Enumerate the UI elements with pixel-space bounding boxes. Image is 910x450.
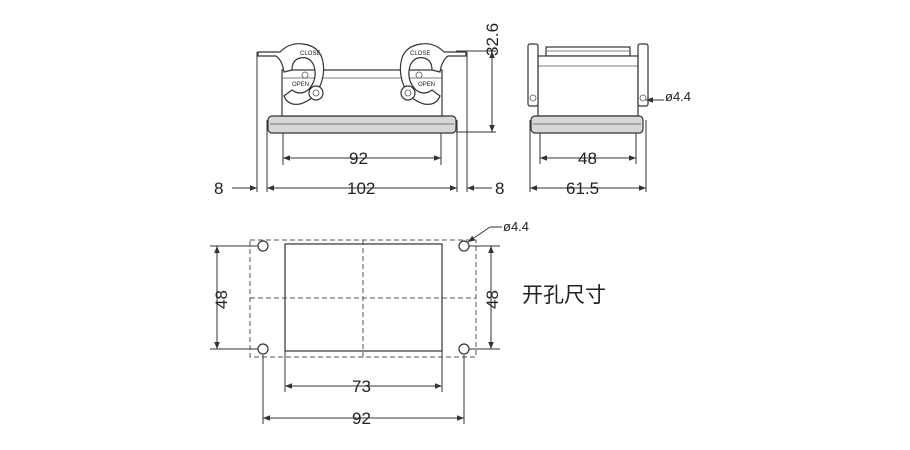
front-right-pin bbox=[415, 71, 423, 79]
front-right-pivot-inner bbox=[404, 89, 412, 97]
cutout-opening bbox=[284, 243, 443, 352]
cutout-pitch-width-label: 92 bbox=[352, 409, 371, 428]
front-left-lever-close: CLOSE bbox=[300, 51, 320, 57]
cutout-height-right-label: 48 bbox=[483, 290, 502, 309]
cutout-view: ø4.4 48 48 73 92 开孔尺寸 bbox=[210, 219, 606, 428]
front-right-lever-close: CLOSE bbox=[410, 51, 430, 57]
cutout-hole-leader bbox=[467, 226, 491, 243]
cutout-title: 开孔尺寸 bbox=[522, 283, 606, 307]
side-left-lever bbox=[527, 43, 539, 107]
side-base-flange bbox=[530, 115, 644, 134]
mounting-hole-top-left bbox=[257, 240, 269, 252]
front-left-pin bbox=[301, 71, 309, 79]
front-right-lever bbox=[399, 43, 467, 105]
cutout-hole-label: ø4.4 bbox=[503, 219, 529, 234]
dim-pitch-label: 92 bbox=[349, 149, 368, 168]
side-top-ridge bbox=[545, 46, 631, 57]
cutout-height-left-label: 48 bbox=[212, 290, 231, 309]
front-left-pivot-inner bbox=[312, 89, 320, 97]
side-overall-label: 61.5 bbox=[566, 179, 599, 198]
dim-height-label: 32.6 bbox=[483, 23, 502, 56]
front-right-pivot bbox=[400, 85, 416, 101]
side-hole-label: ø4.4 bbox=[665, 89, 691, 104]
side-width-label: 48 bbox=[578, 149, 597, 168]
dim-overall-label: 102 bbox=[347, 179, 375, 198]
dim-left-margin-label: 8 bbox=[214, 179, 223, 198]
front-left-lever bbox=[257, 43, 325, 105]
cutout-opening-width-label: 73 bbox=[352, 377, 371, 396]
side-right-lever bbox=[637, 43, 649, 107]
dim-right-margin-label: 8 bbox=[495, 179, 504, 198]
side-view: ø4.4 48 61.5 bbox=[527, 43, 691, 198]
mounting-hole-top-right bbox=[458, 240, 470, 252]
side-left-pivot bbox=[529, 94, 537, 102]
front-right-lever-open: OPEN bbox=[418, 82, 435, 88]
front-left-lever-open: OPEN bbox=[292, 82, 309, 88]
mounting-hole-bottom-left bbox=[257, 343, 269, 355]
front-base-flange bbox=[267, 115, 457, 134]
front-left-pivot bbox=[308, 85, 324, 101]
side-body bbox=[537, 55, 639, 117]
mounting-hole-bottom-right bbox=[458, 343, 470, 355]
front-view: CLOSE OPEN CLOSE OPEN 32.6 92 102 8 8 bbox=[214, 23, 504, 198]
